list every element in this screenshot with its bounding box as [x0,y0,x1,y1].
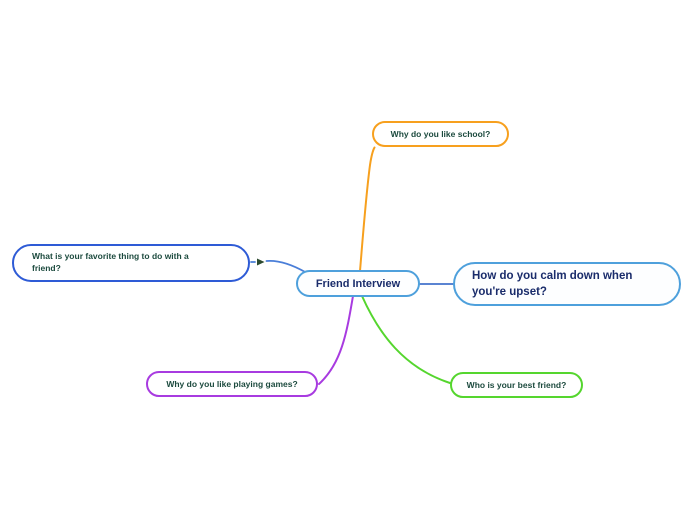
node-best-friend-label: Who is your best friend? [466,380,567,390]
node-best-friend[interactable]: Who is your best friend? [450,372,583,398]
node-why-school[interactable]: Why do you like school? [372,121,509,147]
node-calm-down-label: How do you calm down when you're upset? [472,269,633,298]
node-center-topic-label: Friend Interview [315,277,401,290]
node-why-school-label: Why do you like school? [390,129,491,139]
collapse-arrow-icon[interactable] [257,258,265,266]
node-calm-down[interactable]: How do you calm down when you're upset? [453,262,681,306]
connector-games [318,295,354,385]
connector-favorite [265,259,307,274]
node-favorite-thing[interactable]: What is your favorite thing to do with a… [12,244,250,282]
node-center-topic[interactable]: Friend Interview [296,270,420,297]
node-playing-games[interactable]: Why do you like playing games? [146,371,318,397]
node-favorite-thing-label: What is your favorite thing to do with a… [32,251,189,273]
node-playing-games-label: Why do you like playing games? [166,379,298,389]
connector-friend [361,295,451,384]
connector-school [359,146,376,272]
